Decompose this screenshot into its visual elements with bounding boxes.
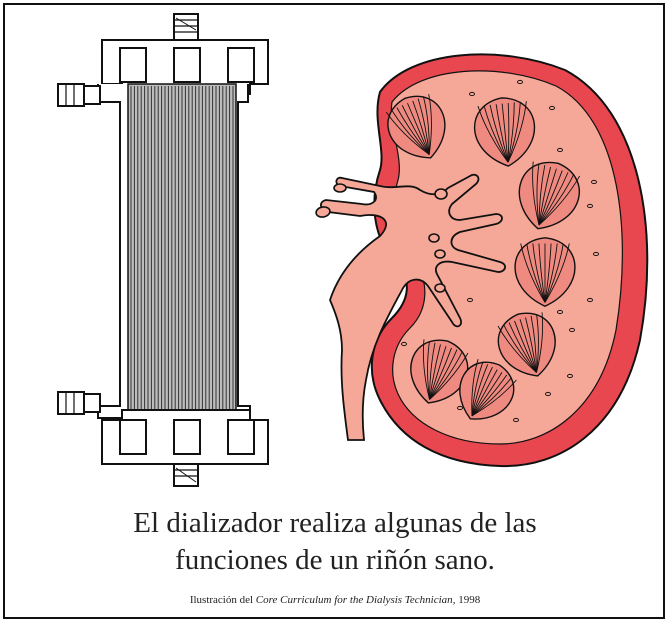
credit-suffix: , 1998: [453, 594, 481, 606]
credit: Ilustración del Core Curriculum for the …: [0, 594, 670, 606]
caption: El dializador realiza algunas de las fun…: [0, 505, 670, 579]
caption-line-2: funciones de un riñón sano.: [0, 542, 670, 579]
credit-source: Core Curriculum for the Dialysis Technic…: [256, 594, 453, 606]
credit-prefix: Ilustración del: [190, 594, 256, 606]
kidney-icon: [315, 54, 647, 466]
caption-line-1: El dializador realiza algunas de las: [0, 505, 670, 542]
dialyzer-icon: [58, 14, 268, 486]
